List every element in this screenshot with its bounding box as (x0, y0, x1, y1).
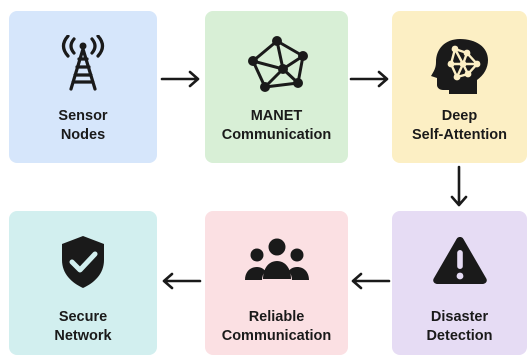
arrow-reliable-to-secure (162, 272, 202, 290)
disaster-detection-label: Disaster Detection (426, 309, 493, 344)
reliable-communication-card: Reliable Communication (205, 211, 348, 355)
radio-tower-icon (9, 35, 157, 93)
arrow-manet-to-attention (349, 70, 389, 88)
people-group-icon (205, 235, 348, 287)
sensor-nodes-label: Sensor Nodes (58, 108, 108, 143)
secure-network-label: Secure Network (54, 309, 112, 344)
arrow-attention-to-disaster (450, 165, 468, 207)
network-graph-icon (205, 35, 348, 93)
sensor-nodes-card: Sensor Nodes (9, 11, 157, 163)
deep-self-attention-card: Deep Self-Attention (392, 11, 527, 163)
brain-head-icon (392, 35, 527, 95)
warning-icon (392, 235, 527, 285)
manet-communication-label: MANET Communication (221, 108, 332, 143)
arrow-disaster-to-reliable (351, 272, 391, 290)
manet-communication-card: MANET Communication (205, 11, 348, 163)
arrow-sensor-to-manet (160, 70, 200, 88)
reliable-communication-label: Reliable Communication (221, 309, 332, 344)
secure-network-card: Secure Network (9, 211, 157, 355)
deep-self-attention-label: Deep Self-Attention (411, 108, 508, 143)
disaster-detection-card: Disaster Detection (392, 211, 527, 355)
shield-check-icon (9, 235, 157, 289)
